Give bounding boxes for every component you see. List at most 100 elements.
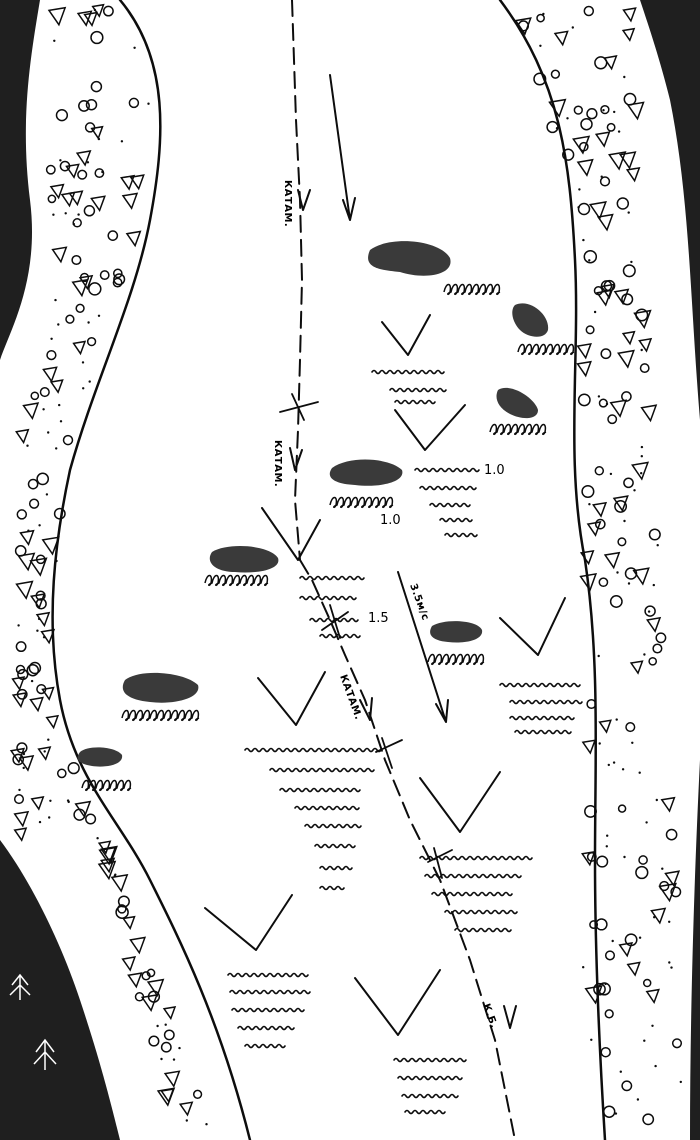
- pebble-triangle-icon: [625, 166, 641, 183]
- depth-label-1: 1.0: [484, 463, 505, 478]
- pebble-dot: [38, 820, 42, 824]
- pebble-triangle-icon: [622, 7, 637, 23]
- pebble-dot: [606, 834, 609, 837]
- route-line-katam-lower: [299, 559, 516, 1140]
- pebble-circle-icon: [12, 753, 25, 766]
- pebble-triangle-icon: [42, 366, 58, 383]
- pebble-circle-icon: [639, 363, 650, 374]
- pebble-circle-icon: [112, 277, 123, 288]
- pebble-dot: [679, 1080, 682, 1084]
- pebble-circle-icon: [623, 92, 637, 106]
- pebble-circle-icon: [78, 99, 90, 112]
- pebble-triangle-icon: [15, 428, 30, 445]
- pebble-circle-icon: [606, 122, 616, 132]
- pebble-circle-icon: [146, 968, 156, 978]
- pebble-circle-icon: [635, 865, 649, 880]
- pebble-dot: [656, 544, 659, 547]
- pebble-dot: [633, 489, 636, 492]
- pebble-dot: [619, 1070, 622, 1073]
- pebble-dot: [607, 763, 610, 767]
- wave-icon: [244, 1043, 286, 1049]
- route-label-katam-1: КАТАМ.: [282, 180, 293, 227]
- pebble-dot: [668, 961, 671, 964]
- route-arrow-icon: [503, 1005, 517, 1029]
- pebble-triangle-icon: [621, 330, 636, 346]
- pebble-triangle-icon: [68, 190, 84, 207]
- pebble-triangle-icon: [9, 747, 26, 764]
- route-line-katam: [291, 0, 303, 561]
- pebble-circle-icon: [642, 978, 652, 988]
- pebble-circle-icon: [599, 176, 611, 187]
- pebble-circle-icon: [597, 982, 611, 996]
- wave-icon: [319, 865, 353, 871]
- pebble-circle-icon: [128, 97, 140, 109]
- pebble-circle-icon: [67, 761, 80, 775]
- pebble-circle-icon: [550, 69, 561, 79]
- pebble-circle-icon: [593, 982, 606, 996]
- rock-icon: [430, 621, 483, 643]
- pebble-circle-icon: [665, 828, 678, 841]
- pebble-dot: [578, 188, 581, 191]
- pebble-circle-icon: [73, 808, 86, 821]
- pebble-circle-icon: [192, 1089, 203, 1099]
- wave-icon: [231, 1007, 305, 1013]
- pebble-circle-icon: [46, 349, 57, 361]
- current-speed-label: 3.5м/с: [407, 582, 430, 622]
- pebble-triangle-icon: [29, 557, 48, 577]
- wave-icon: [444, 532, 478, 538]
- pebble-circle-icon: [27, 478, 39, 490]
- pebble-circle-icon: [602, 1105, 616, 1118]
- wave-icon: [294, 805, 360, 811]
- pebble-triangle-icon: [572, 135, 591, 155]
- pebble-dot: [638, 936, 642, 939]
- pebble-circle-icon: [16, 688, 28, 700]
- pebble-triangle-icon: [120, 174, 136, 191]
- pebble-dot: [55, 559, 58, 563]
- pebble-triangle-icon: [626, 961, 641, 977]
- pebble-dot: [66, 799, 70, 802]
- pebble-circle-icon: [55, 109, 69, 122]
- pebble-dot: [636, 1098, 640, 1101]
- pebble-dot: [26, 444, 29, 447]
- pebble-triangle-icon: [90, 195, 106, 213]
- pebble-dot: [86, 161, 90, 164]
- pebble-dot: [147, 102, 150, 105]
- pebble-dot: [654, 1064, 657, 1068]
- pebble-dot: [643, 1039, 646, 1042]
- pebble-dot: [97, 137, 101, 141]
- pebble-triangle-icon: [645, 988, 660, 1005]
- pebble-dot: [49, 799, 52, 802]
- pebble-circle-icon: [546, 120, 559, 134]
- pebble-triangle-icon: [37, 746, 52, 761]
- pebble-triangle-icon: [598, 719, 612, 734]
- pebble-circle-icon: [616, 197, 630, 210]
- pebble-circle-icon: [14, 545, 27, 557]
- eddy-icon: [443, 283, 501, 296]
- pebble-circle-icon: [45, 164, 56, 175]
- pebble-circle-icon: [586, 851, 597, 862]
- pebble-circle-icon: [15, 641, 27, 653]
- pebble-circle-icon: [573, 105, 583, 115]
- pebble-circle-icon: [84, 122, 96, 133]
- wave-icon: [299, 595, 357, 601]
- pebble-circle-icon: [623, 477, 634, 489]
- pebble-triangle-icon: [553, 30, 569, 47]
- pebble-triangle-icon: [646, 616, 662, 633]
- pebble-circle-icon: [595, 918, 608, 931]
- pebble-triangle-icon: [632, 567, 650, 586]
- pebble-circle-icon: [642, 1113, 655, 1126]
- pebble-circle-icon: [594, 56, 608, 70]
- pebble-circle-icon: [577, 202, 591, 216]
- pebble-circle-icon: [598, 577, 609, 588]
- pebble-triangle-icon: [49, 183, 65, 200]
- pebble-circle-icon: [648, 656, 658, 666]
- pebble-dot: [27, 529, 30, 532]
- flow-arrow-icon: [329, 74, 356, 221]
- pebble-circle-icon: [648, 528, 661, 541]
- pebble-circle-icon: [107, 230, 119, 241]
- pebble-circle-icon: [72, 218, 82, 228]
- pebble-dot: [623, 75, 626, 79]
- pebble-dot: [22, 766, 25, 770]
- pebble-dot: [593, 310, 597, 314]
